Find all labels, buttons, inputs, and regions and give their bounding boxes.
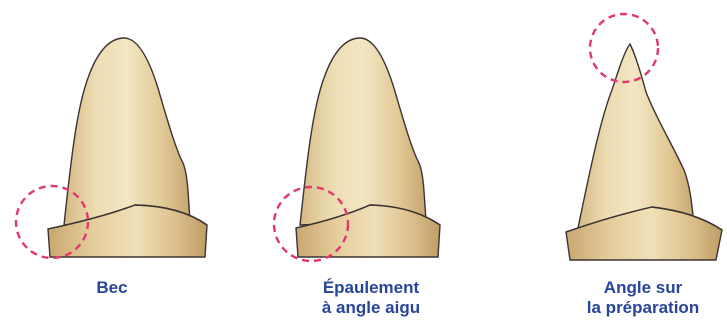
tooth-epaulement [274,38,440,261]
caption-line: Bec [72,278,152,298]
caption-line: la préparation [563,298,723,318]
caption-line: Épaulement [296,278,446,298]
crown [300,38,426,225]
tooth-bec [16,38,207,258]
crown [578,44,694,228]
caption-bec: Bec [72,278,152,298]
caption-angle: Angle sur la préparation [563,278,723,318]
crown [64,38,190,225]
caption-epaulement: Épaulement à angle aigu [296,278,446,318]
caption-line: Angle sur [563,278,723,298]
tooth-angle [566,14,722,260]
caption-line: à angle aigu [296,298,446,318]
